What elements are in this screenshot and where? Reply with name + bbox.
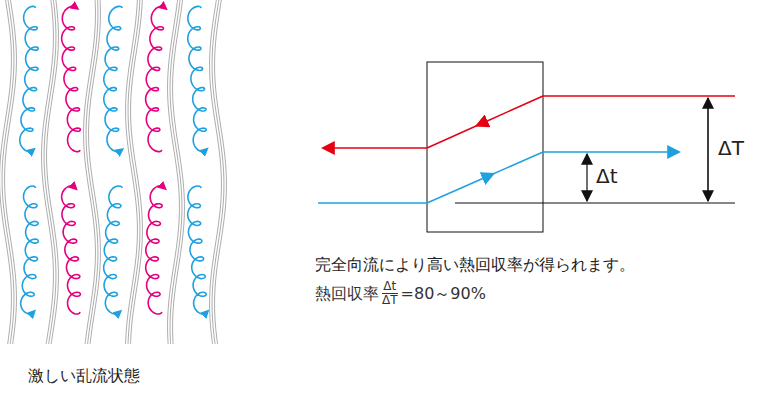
turbulence-spiral bbox=[146, 186, 164, 314]
dimension-arrow bbox=[586, 154, 587, 201]
dimension-label: ΔT bbox=[718, 136, 744, 160]
cold-flow bbox=[427, 152, 543, 203]
turbulence-spiral bbox=[62, 6, 81, 151]
turbulence-spiral bbox=[104, 6, 122, 151]
channel-wall bbox=[42, 0, 54, 344]
hot-flow bbox=[332, 147, 427, 149]
turbulence-spirals bbox=[20, 6, 207, 314]
channel-wall bbox=[126, 0, 138, 344]
channel-wall bbox=[2, 0, 14, 344]
hot-flow bbox=[427, 96, 543, 148]
channel-wall bbox=[47, 0, 59, 344]
channel-wall bbox=[210, 0, 222, 344]
channel-wall bbox=[215, 0, 227, 344]
dimension-label: Δt bbox=[596, 164, 618, 188]
formula-line: 熱回収率ΔtΔT=80～90% bbox=[315, 280, 486, 307]
exchanger-box bbox=[427, 62, 543, 232]
cold-flow bbox=[318, 202, 427, 204]
denominator: ΔT bbox=[382, 293, 398, 307]
turbulence-spiral bbox=[21, 186, 39, 314]
turbulence-spiral bbox=[104, 186, 123, 314]
channel-wall bbox=[84, 0, 96, 344]
fraction: ΔtΔT bbox=[382, 280, 398, 307]
channel-wall bbox=[89, 0, 101, 344]
numerator: Δt bbox=[382, 280, 398, 293]
turbulence-spiral bbox=[188, 186, 207, 314]
baseline bbox=[455, 202, 735, 203]
hot-flow bbox=[543, 95, 735, 97]
cold-flow bbox=[543, 151, 670, 153]
channel-wall bbox=[128, 0, 140, 344]
channel-wall bbox=[212, 0, 224, 344]
channel-wall bbox=[44, 0, 56, 344]
turbulence-spiral bbox=[20, 6, 39, 151]
dimension-arrow bbox=[707, 98, 709, 201]
channel-walls bbox=[0, 0, 226, 344]
channel-wall bbox=[0, 0, 11, 344]
formula-text: 熱回収率 bbox=[315, 284, 379, 303]
channel-wall bbox=[168, 0, 180, 344]
caption: 激しい乱流状態 bbox=[28, 366, 140, 385]
channel-wall bbox=[170, 0, 182, 344]
channel-wall bbox=[86, 0, 98, 344]
channel-wall bbox=[5, 0, 17, 344]
turbulence-spiral bbox=[62, 186, 81, 314]
turbulence-spiral bbox=[146, 6, 165, 151]
turbulence-spiral bbox=[188, 6, 207, 151]
channel-wall bbox=[173, 0, 185, 344]
formula-text: =80～90% bbox=[401, 284, 486, 303]
channel-wall bbox=[131, 0, 143, 344]
note-text: 完全向流により高い熱回収率が得られます。 bbox=[315, 255, 635, 274]
